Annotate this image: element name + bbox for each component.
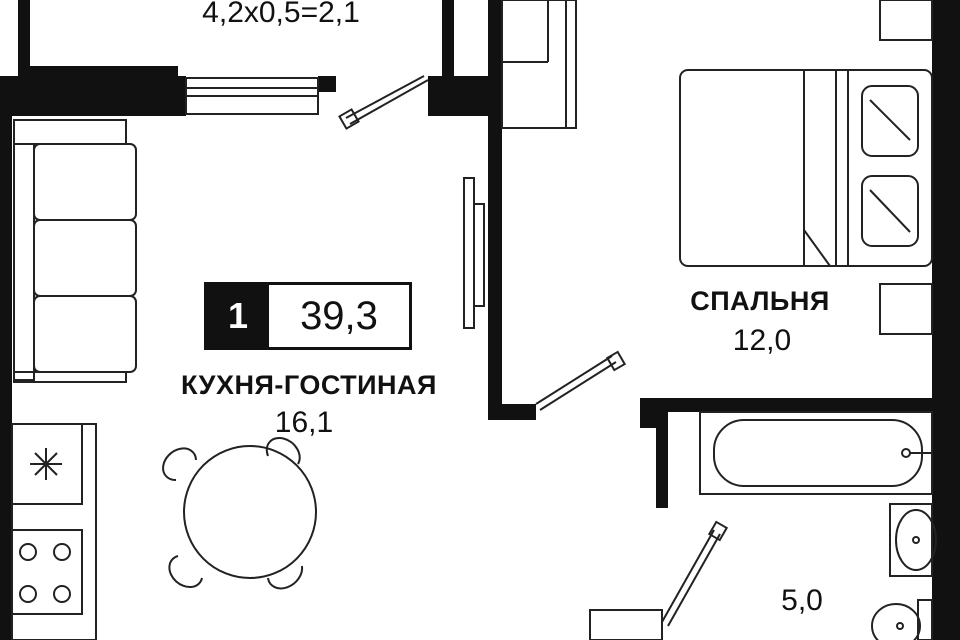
balcony-area-label: 4,2x0,5=2,1 xyxy=(202,0,360,29)
kitchen-living-area: 16,1 xyxy=(274,406,334,439)
bedroom-door xyxy=(535,350,627,411)
bed xyxy=(679,69,933,267)
bedroom-area: 12,0 xyxy=(732,324,792,357)
top-wall-left xyxy=(0,76,186,116)
bathtub xyxy=(699,411,933,495)
kitchen-counter xyxy=(11,423,97,640)
sink-icon xyxy=(30,448,62,480)
dining-table xyxy=(162,436,317,590)
apartment-badge: 1 39,3 xyxy=(204,282,412,350)
balcony-door xyxy=(338,75,429,130)
bathroom-door xyxy=(589,520,729,640)
bath-wall-left xyxy=(656,398,668,508)
bedroom-name: СПАЛЬНЯ xyxy=(690,286,830,316)
bath-wall-top xyxy=(640,398,960,412)
nightstands xyxy=(879,0,933,335)
balcony-wall-right xyxy=(442,0,454,76)
wardrobe xyxy=(501,0,577,129)
stove-icon xyxy=(19,543,71,603)
top-wall-mid xyxy=(318,76,336,92)
partition-corner xyxy=(488,404,536,420)
right-wall xyxy=(932,0,960,640)
total-area: 39,3 xyxy=(300,293,378,338)
rooms-count: 1 xyxy=(207,285,269,347)
toilet xyxy=(871,599,933,640)
kitchen-living-name: КУХНЯ-ГОСТИНАЯ xyxy=(181,370,437,400)
partition-wall xyxy=(488,0,502,420)
bathroom-area: 5,0 xyxy=(781,584,823,617)
washbasin xyxy=(889,503,937,577)
left-wall xyxy=(0,76,12,640)
balcony-wall-bottom xyxy=(18,66,178,76)
window xyxy=(185,77,319,115)
tv-unit xyxy=(463,177,485,329)
balcony-wall-left xyxy=(18,0,30,76)
sofa xyxy=(13,119,137,383)
